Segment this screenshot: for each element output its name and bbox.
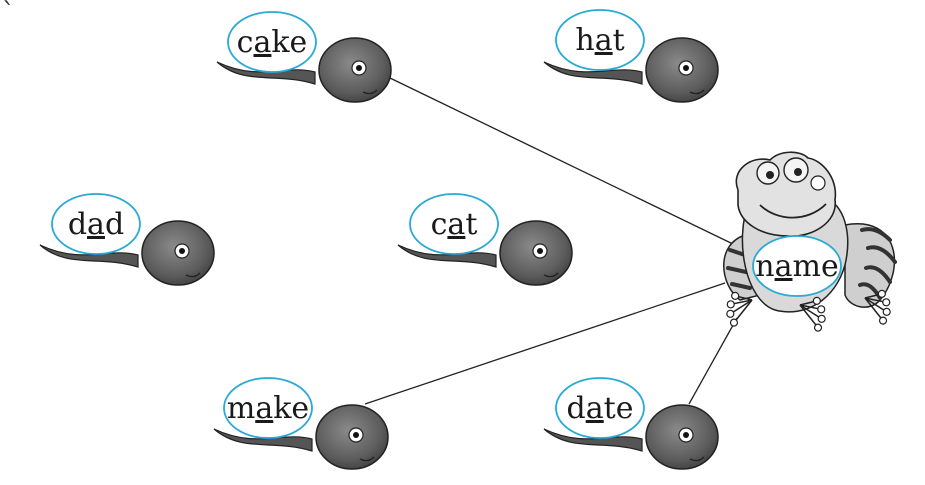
frog-mouth [759,203,827,219]
frog-spot [810,175,826,191]
tadpole-tail [213,428,313,452]
word-cat: cat [431,207,478,242]
tadpole-mouth [543,272,559,278]
connection-line-make [364,282,726,405]
frog-stripe [866,245,897,264]
word-bubble [555,377,645,439]
frog-stripe [730,282,752,290]
tadpole-pupil [683,432,689,438]
frog-stripe [864,265,892,284]
frog-pupil-right [794,168,802,176]
frog: name [723,151,897,332]
word-hat: hat [575,23,624,58]
tadpole-cake[interactable]: cake [216,11,392,103]
word-bubble [223,377,313,439]
word-date: date [567,391,634,426]
frog-figure[interactable]: name [723,151,897,332]
word-bubble [555,9,645,71]
frog-word-bubble [752,235,842,297]
tadpole-make[interactable]: make [213,377,389,470]
tadpole-pupil [683,65,689,71]
word-dad: dad [68,207,124,242]
tadpole-mouth [359,456,375,462]
tadpole-group: cake hat dad cat make date [39,9,719,470]
frog-pupil-left [766,171,774,179]
connection-lines [364,77,738,405]
word-bubble [227,11,317,73]
connection-line-cake [389,77,736,246]
tadpole-cat[interactable]: cat [397,193,573,286]
frog-front-foot-center [799,296,826,332]
tadpole-mouth [362,89,378,95]
tadpole-pupil [537,248,543,254]
tadpole-pupil [179,248,185,254]
connection-line-date [688,317,738,405]
word-bubble [51,193,141,255]
tadpole-mouth [689,456,705,462]
tadpole-dad[interactable]: dad [39,193,215,286]
word-frog: name [755,249,838,284]
word-bubble [409,193,499,255]
frog-front-foot-left [726,291,753,327]
corner-mark: ` [2,0,15,28]
tadpole-date[interactable]: date [543,377,719,470]
word-make: make [227,391,309,426]
tadpole-hat[interactable]: hat [543,9,719,103]
tadpole-pupil [356,65,362,71]
tadpole-tail [543,61,643,85]
word-cake: cake [237,25,308,60]
frog-stripe [860,227,892,242]
tadpole-pupil [353,432,359,438]
frog-back-foot-right [864,289,891,325]
tadpole-mouth [689,89,705,95]
tadpole-mouth [185,272,201,278]
frog-stripe [726,266,748,274]
